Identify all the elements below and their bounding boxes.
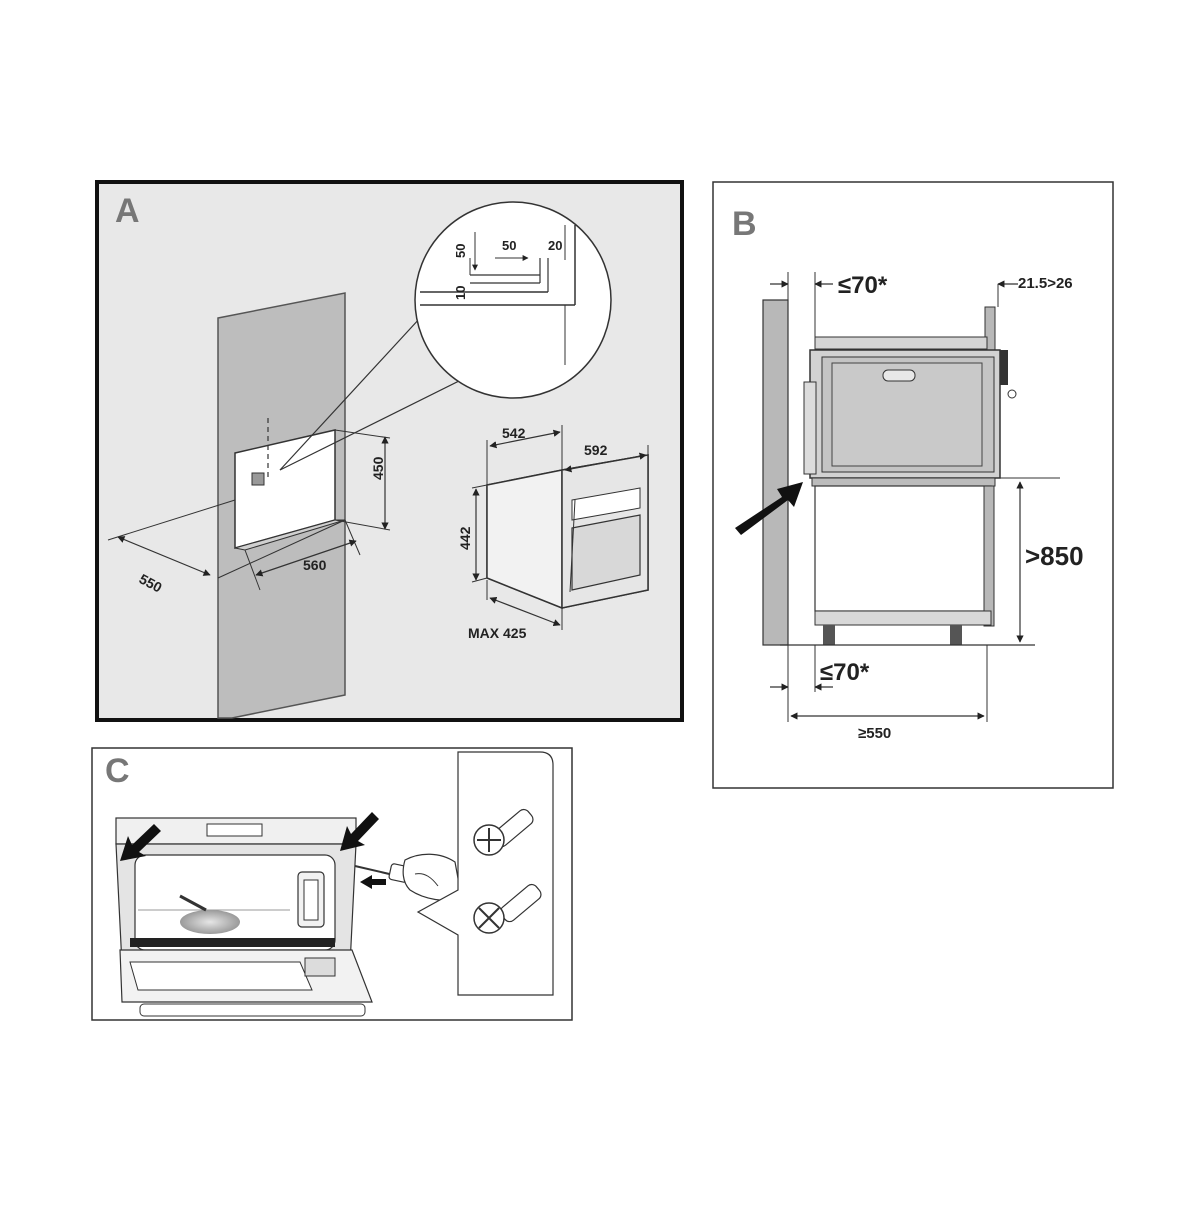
hand-with-screwdriver [354, 853, 463, 902]
panel-b-dimension-lines [770, 272, 1060, 722]
dim-max-425: MAX 425 [468, 625, 527, 641]
arrow-screw-direction [360, 875, 386, 889]
detail-callout [279, 201, 612, 471]
arrow-right-hinge [340, 812, 379, 851]
dim-height: >850 [1025, 541, 1084, 571]
panel-a: A 450 550 560 [95, 180, 684, 722]
dim-442: 442 [457, 526, 473, 550]
niche-dimensions [107, 429, 391, 591]
dim-side-gap: 21.5>26 [1018, 275, 1073, 292]
panel-b-letter: B [732, 205, 757, 243]
side-wall [762, 299, 789, 646]
dim-depth: ≥550 [858, 725, 891, 742]
appliance-dimensions [471, 425, 649, 630]
dim-50-vertical: 50 [453, 244, 468, 258]
oven-open-view [115, 817, 373, 1017]
screw-phillips [473, 883, 542, 934]
dim-560: 560 [303, 557, 327, 573]
base-cabinet [780, 477, 1035, 646]
panel-c: C [91, 747, 573, 1021]
insert-arrow [735, 482, 803, 535]
screw-slotted [473, 808, 534, 856]
screw-detail [416, 751, 554, 996]
appliance-b [803, 349, 1017, 479]
appliance-a [486, 454, 649, 610]
dim-542: 542 [502, 425, 526, 441]
panel-c-letter: C [105, 752, 130, 790]
dim-10-vertical: 10 [453, 286, 468, 300]
cabinet-top [814, 336, 988, 350]
dim-top-gap: ≤70* [838, 272, 888, 299]
panel-a-letter: A [115, 192, 140, 230]
dim-592: 592 [584, 442, 608, 458]
dim-450: 450 [370, 456, 386, 480]
dim-20-horizontal: 20 [548, 238, 562, 253]
arrow-left-hinge [120, 824, 161, 861]
dim-50-horizontal: 50 [502, 238, 516, 253]
panel-b: B [712, 181, 1114, 789]
dim-bottom-gap: ≤70* [820, 659, 870, 686]
wall-with-niche [217, 292, 346, 719]
